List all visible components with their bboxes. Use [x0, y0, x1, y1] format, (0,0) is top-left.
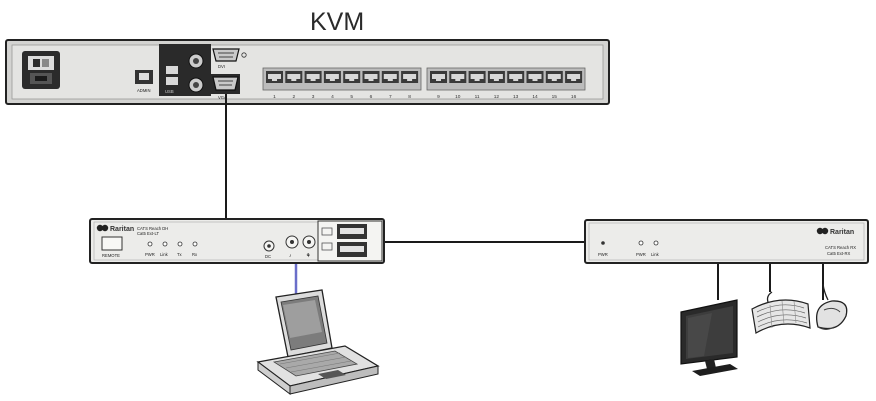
console-port-panel: USB	[159, 44, 211, 96]
led-label-link: Link	[160, 252, 169, 257]
remote-power-label: PWR	[598, 252, 608, 257]
microphone-icon: ⚘	[306, 253, 310, 259]
kvm-port-label: 5	[350, 94, 353, 100]
kvm-port-2: 2	[285, 71, 303, 100]
kvm-port-3: 3	[304, 71, 322, 100]
power-inlet-icon	[22, 51, 60, 89]
kvm-port-8: 8	[401, 71, 419, 100]
kvm-port-1: 1	[266, 71, 283, 100]
kvm-port-7: 7	[381, 71, 399, 100]
led-label-tx: Tx	[177, 252, 183, 257]
svg-text:Cat5 Ext-RX: Cat5 Ext-RX	[827, 251, 850, 256]
local-status-leds: PWR Link Tx Rx	[145, 241, 198, 257]
kvm-port-13: 13	[507, 71, 525, 100]
svg-text:CATS Reach RX: CATS Reach RX	[825, 245, 856, 250]
kvm-port-16: 16	[565, 71, 583, 100]
kvm-port-label: 1	[273, 94, 276, 100]
lcd-console-drawer-icon	[256, 289, 380, 395]
kvm-port-label: 7	[389, 94, 392, 100]
raritan-logo: Raritan CATS Reach DH Cat5 Ext-LT	[96, 224, 168, 236]
svg-text:USB: USB	[165, 89, 174, 94]
svg-text:CATS Reach DH: CATS Reach DH	[137, 226, 168, 231]
led-label-pwr: PWR	[145, 252, 155, 257]
remote-led-label-link: Link	[651, 252, 660, 257]
kvm-port-label: 9	[437, 94, 440, 100]
svg-text:Raritan: Raritan	[830, 229, 854, 236]
remote-led-label-pwr: PWR	[636, 252, 646, 257]
svg-text:VGA: VGA	[218, 95, 227, 100]
raritan-logo-remote: Raritan	[816, 227, 854, 236]
kvm-port-label: 10	[455, 94, 461, 100]
kvm-port-14: 14	[526, 71, 544, 100]
admin-port: ADMIN	[135, 70, 153, 93]
mouse-icon	[815, 283, 848, 330]
remote-button-label: REMOTE	[102, 253, 120, 258]
kvm-port-11: 11	[468, 71, 486, 100]
keyboard-icon	[751, 291, 811, 334]
dvi-port: DVI	[212, 48, 247, 69]
kvm-port-label: 14	[532, 94, 538, 100]
kvm-port-12: 12	[487, 71, 505, 100]
svg-text:ADMIN: ADMIN	[137, 88, 151, 93]
kvm-port-label: 8	[408, 94, 411, 100]
svg-text:Cat5 Ext-LT: Cat5 Ext-LT	[137, 231, 159, 236]
remote-extender-unit: PWR PWR Link Raritan CATS Reach RX Cat5 …	[584, 219, 869, 264]
kvm-port-label: 11	[475, 94, 480, 100]
kvm-port-5: 5	[343, 71, 361, 100]
local-extender-unit: Raritan CATS Reach DH Cat5 Ext-LT REMOTE…	[89, 218, 385, 264]
kvm-port-label: 6	[370, 94, 373, 100]
diagram-title: KVM	[310, 8, 364, 36]
kvm-port-label: 3	[312, 94, 315, 100]
monitor-icon	[680, 299, 738, 376]
svg-text:DVI: DVI	[218, 64, 225, 69]
svg-text:Raritan: Raritan	[110, 226, 134, 233]
kvm-port-label: 4	[331, 94, 334, 100]
kvm-port-label: 16	[571, 94, 577, 100]
kvm-port-4: 4	[323, 71, 341, 100]
svg-text:DC: DC	[265, 254, 271, 259]
led-label-rx: Rx	[192, 252, 198, 257]
kvm-port-6: 6	[362, 71, 380, 100]
audio-jacks: ♪ ⚘	[285, 235, 316, 259]
kvm-port-9: 9	[430, 71, 447, 100]
kvm-port-label: 13	[513, 94, 519, 100]
headphone-icon: ♪	[289, 253, 292, 259]
kvm-port-label: 12	[494, 94, 500, 100]
usb-ports-module	[317, 220, 383, 262]
kvm-port-10: 10	[449, 71, 467, 100]
remote-button[interactable]: REMOTE	[101, 236, 123, 258]
kvm-switch: ADMIN USB DVI VGA	[5, 39, 610, 105]
dc-jack: DC	[263, 240, 275, 259]
vga-port: VGA	[210, 74, 240, 100]
kvm-port-label: 2	[292, 94, 295, 100]
kvm-port-label: 15	[552, 94, 558, 100]
kvm-port-15: 15	[545, 71, 563, 100]
